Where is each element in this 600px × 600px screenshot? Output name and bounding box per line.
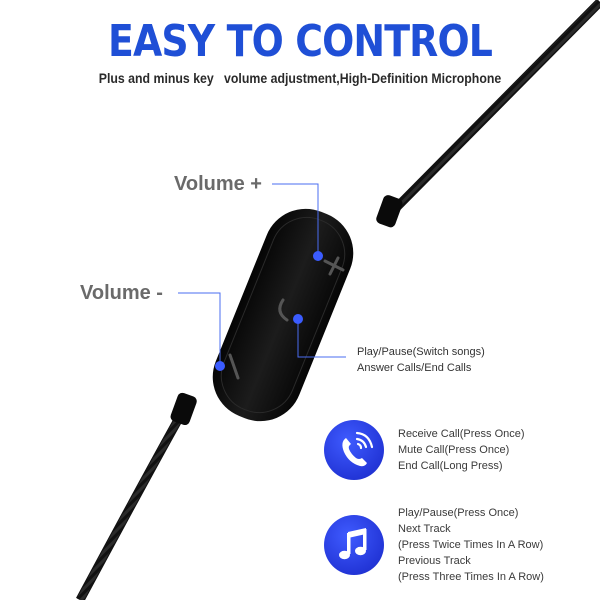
music-controls-text: Play/Pause(Press Once) Next Track (Press…	[398, 505, 544, 585]
feature-line: End Call(Long Press)	[398, 460, 503, 472]
feature-line: Play/Pause(Press Once)	[398, 507, 519, 519]
phone-feature-badge	[324, 420, 384, 480]
volume-down-connector	[178, 292, 221, 364]
page-title: EASY TO CONTROL	[107, 16, 493, 67]
play-pause-dot	[293, 314, 303, 324]
feature-line: (Press Three Times In A Row)	[398, 571, 544, 583]
page-subtitle: Plus and minus key volume adjustment,Hig…	[98, 70, 502, 86]
volume-down-dot	[215, 361, 225, 371]
feature-line: (Press Twice Times In A Row)	[398, 539, 544, 551]
call-controls-text: Receive Call(Press Once) Mute Call(Press…	[398, 426, 525, 474]
phone-button-glyph	[278, 298, 289, 322]
play-pause-line: Play/Pause(Switch songs)	[357, 346, 485, 358]
music-feature-badge	[324, 515, 384, 575]
minus-button-glyph	[228, 353, 240, 380]
play-pause-label: Play/Pause(Switch songs) Answer Calls/En…	[357, 344, 485, 376]
music-note-icon	[339, 528, 367, 560]
feature-line: Previous Track	[398, 555, 471, 567]
volume-up-label: Volume +	[174, 173, 262, 195]
feature-line: Receive Call(Press Once)	[398, 428, 525, 440]
play-pause-connector	[297, 319, 346, 358]
volume-up-dot	[313, 251, 323, 261]
play-pause-line: Answer Calls/End Calls	[357, 362, 472, 374]
plus-button-glyph	[323, 256, 345, 276]
phone-icon	[342, 431, 374, 467]
feature-line: Next Track	[398, 523, 451, 535]
feature-line: Mute Call(Press Once)	[398, 444, 510, 456]
volume-down-label: Volume -	[80, 282, 163, 304]
volume-up-connector	[272, 183, 319, 254]
